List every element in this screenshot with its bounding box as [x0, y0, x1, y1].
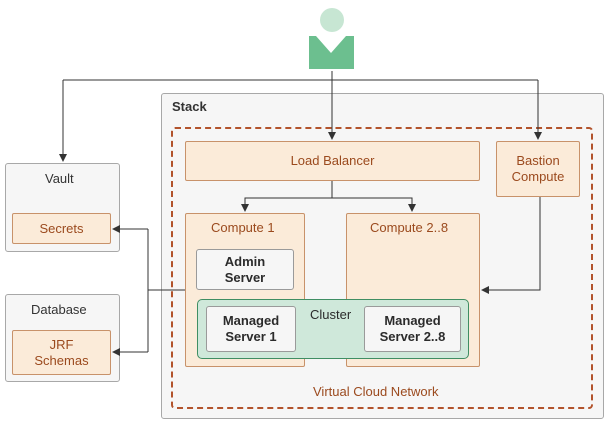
managed-server-1-box: Managed Server 1 [206, 306, 296, 352]
compute-1-title: Compute 1 [211, 220, 275, 235]
managed-2-8-line1: Managed [384, 313, 441, 328]
managed-1-line2: Server 1 [225, 329, 277, 344]
bastion-compute-box: Bastion Compute [496, 141, 580, 197]
vcn-label: Virtual Cloud Network [313, 384, 439, 399]
secrets-box: Secrets [12, 213, 111, 244]
vault-title: Vault [45, 171, 74, 186]
managed-2-8-line2: Server 2..8 [379, 329, 446, 344]
admin-server-box: Admin Server [196, 249, 294, 290]
compute-label: Compute [511, 169, 565, 184]
server-label: Server [224, 269, 266, 285]
vcn-boundary [171, 127, 593, 409]
bastion-label: Bastion [516, 153, 560, 168]
load-balancer-box: Load Balancer [185, 141, 480, 181]
secrets-label: Secrets [39, 220, 84, 236]
jrf-schemas-box: JRF Schemas [12, 330, 111, 375]
load-balancer-label: Load Balancer [290, 153, 375, 168]
managed-1-line1: Managed [222, 313, 280, 328]
user-icon [309, 8, 354, 69]
schemas-label: Schemas [34, 352, 89, 368]
admin-label: Admin [224, 253, 266, 269]
stack-title: Stack [172, 99, 207, 114]
jrf-label: JRF [49, 336, 74, 352]
managed-server-2-8-box: Managed Server 2..8 [364, 306, 461, 352]
cluster-title: Cluster [310, 307, 352, 322]
database-title: Database [31, 302, 87, 317]
compute-2-8-title: Compute 2..8 [370, 220, 449, 235]
